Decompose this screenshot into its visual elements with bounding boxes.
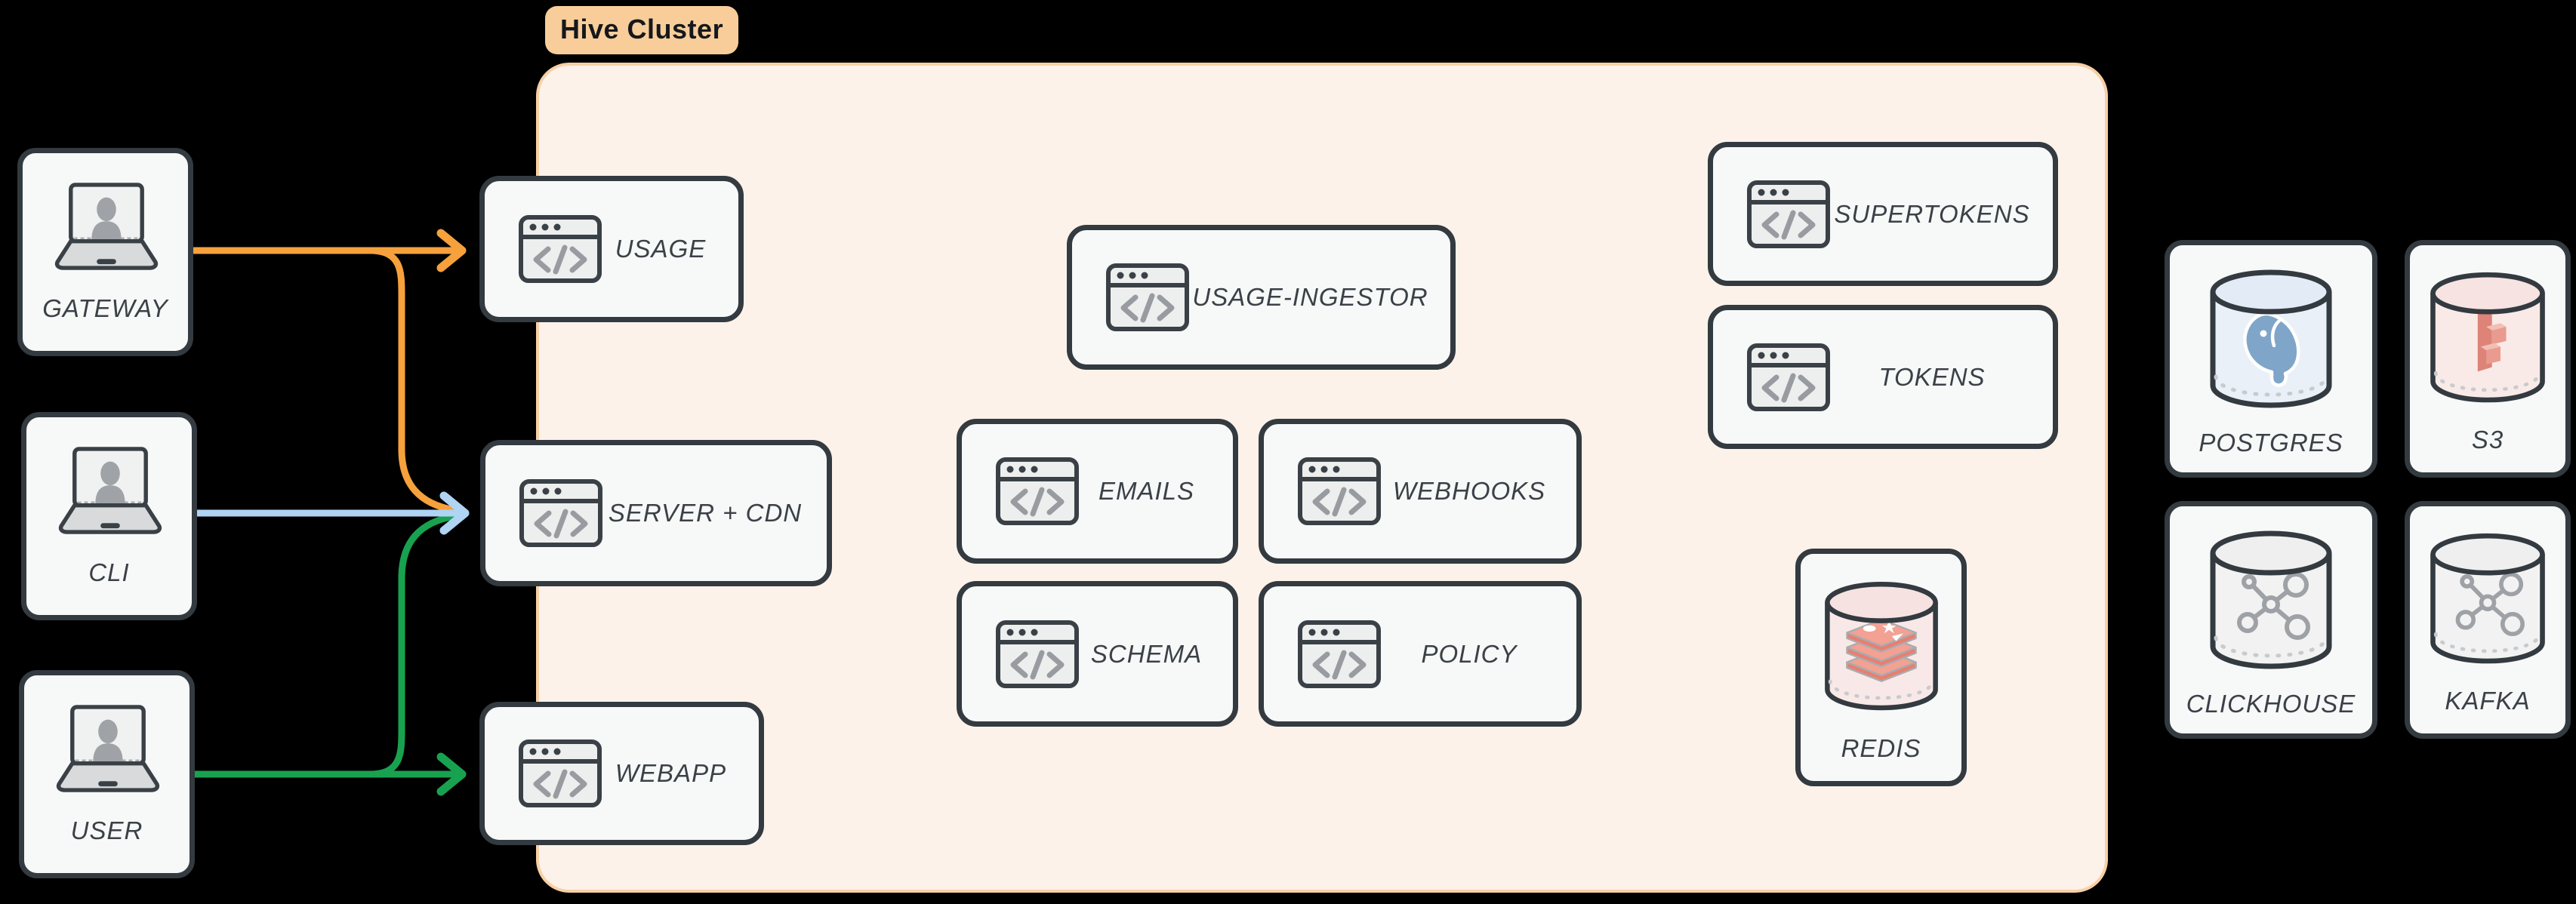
actor-node-cli: CLI [21,412,197,620]
actor-label: CLI [88,558,130,586]
service-node-webapp: WEBAPP [479,702,764,845]
service-label: SCHEMA [1090,639,1203,668]
actor-label: USER [70,816,143,844]
service-node-webhooks: WEBHOOKS [1259,419,1582,564]
code-window-icon [1297,457,1382,526]
datastore-node-s3: S3 [2405,240,2571,478]
datastore-label: S3 [2471,426,2504,454]
datastore-label: POSTGRES [2199,429,2343,457]
datastore-node-redis: REDIS [1795,549,1967,786]
datastore-label: REDIS [1841,734,1921,762]
database-cylinder-icon [2427,266,2549,415]
datastore-label: CLICKHOUSE [2186,690,2356,718]
datastore-label: KAFKA [2445,687,2531,715]
arrowhead-green [436,752,467,796]
service-node-schema: SCHEMA [957,581,1238,727]
actor-node-user: USER [19,670,195,878]
arrowhead-orange [436,229,467,272]
laptop-user-icon [48,704,167,798]
code-window-icon [1746,343,1831,412]
service-label: WEBAPP [615,759,727,787]
database-cylinder-icon [2427,527,2549,676]
code-window-icon [518,214,602,284]
service-node-server-cdn: SERVER + CDN [480,440,832,586]
arrowhead-blue [439,491,470,535]
molecule-icon [2237,572,2310,640]
code-window-icon [519,478,603,548]
service-label: TOKENS [1878,362,1986,391]
service-label: EMAILS [1098,477,1195,505]
code-window-icon [1746,180,1831,249]
redis-logo-icon [1845,618,1917,682]
hive-cluster-badge: Hive Cluster [545,6,739,54]
service-label: USAGE-INGESTOR [1192,283,1428,311]
database-cylinder-icon [2206,266,2336,418]
service-label: WEBHOOKS [1392,477,1546,505]
service-node-usage-ingestor: USAGE-INGESTOR [1067,225,1456,370]
service-label: POLICY [1421,639,1518,668]
code-window-icon [995,457,1080,526]
datastore-node-clickhouse: CLICKHOUSE [2165,501,2377,739]
molecule-icon [2455,572,2525,637]
postgres-logo-icon [2243,312,2300,387]
laptop-user-icon [50,446,169,540]
service-node-emails: EMAILS [957,419,1238,564]
arrow-gateway-server [366,247,458,514]
service-node-supertokens: SUPERTOKENS [1708,142,2058,286]
database-cylinder-icon [1821,575,1942,724]
laptop-user-icon [46,182,165,276]
arrow-user-server [366,512,458,778]
code-window-icon [518,739,602,808]
code-window-icon [1297,620,1382,689]
code-window-icon [995,620,1080,689]
code-window-icon [1105,263,1190,332]
service-node-usage: USAGE [479,176,744,322]
s3-logo-icon [2477,306,2507,372]
service-label: SUPERTOKENS [1834,199,2030,228]
service-label: USAGE [615,235,707,263]
service-node-tokens: TOKENS [1708,305,2058,449]
actor-node-gateway: GATEWAY [17,148,193,356]
datastore-node-kafka: KAFKA [2405,501,2571,739]
service-node-policy: POLICY [1259,581,1582,727]
actor-label: GATEWAY [42,294,168,322]
datastore-node-postgres: POSTGRES [2165,240,2377,478]
database-cylinder-icon [2206,527,2336,679]
service-label: SERVER + CDN [608,499,803,527]
